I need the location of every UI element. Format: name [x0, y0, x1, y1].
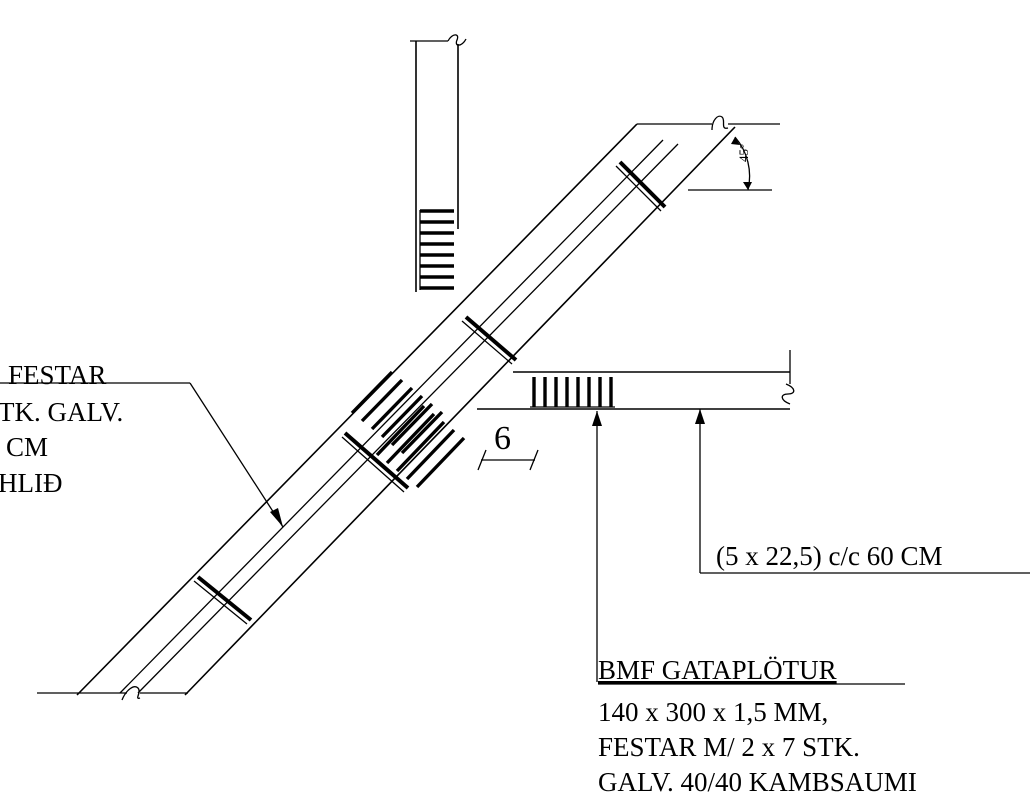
plate-note-line2: 140 x 300 x 1,5 MM, — [598, 697, 828, 727]
angle-indicator: 45° — [688, 136, 772, 191]
left-leader — [0, 382, 284, 528]
left-note-line2: TK. GALV. — [0, 397, 123, 427]
plate-leader — [592, 411, 602, 682]
break-symbol-upper — [711, 115, 729, 131]
plate-note-title: BMF GATAPLÖTUR — [598, 655, 837, 685]
break-symbol-right — [781, 383, 795, 405]
dimension-6: 6 — [477, 420, 539, 471]
vertical-member — [410, 34, 467, 292]
diagonal-nail-group — [341, 370, 466, 493]
spacing-note: (5 x 22,5) c/c 60 CM — [716, 541, 942, 571]
plate-note-line4: GALV. 40/40 KAMBSAUMI — [598, 767, 917, 797]
vertical-member-nails — [419, 209, 454, 290]
break-symbol-bottom — [121, 686, 141, 701]
spacing-leader — [695, 409, 1030, 574]
dimension-value: 6 — [494, 420, 511, 457]
horizontal-member-nails — [530, 377, 615, 408]
angle-label: 45° — [736, 144, 751, 162]
break-symbol-top — [447, 34, 467, 46]
left-note-line3: CM — [6, 432, 48, 462]
left-note-line4: HLIÐ — [0, 468, 62, 498]
diagonal-plates — [193, 160, 667, 625]
horizontal-member — [477, 350, 795, 410]
plate-note-line3: FESTAR M/ 2 x 7 STK. — [598, 732, 860, 762]
left-note-line1: FESTAR — [8, 360, 106, 390]
